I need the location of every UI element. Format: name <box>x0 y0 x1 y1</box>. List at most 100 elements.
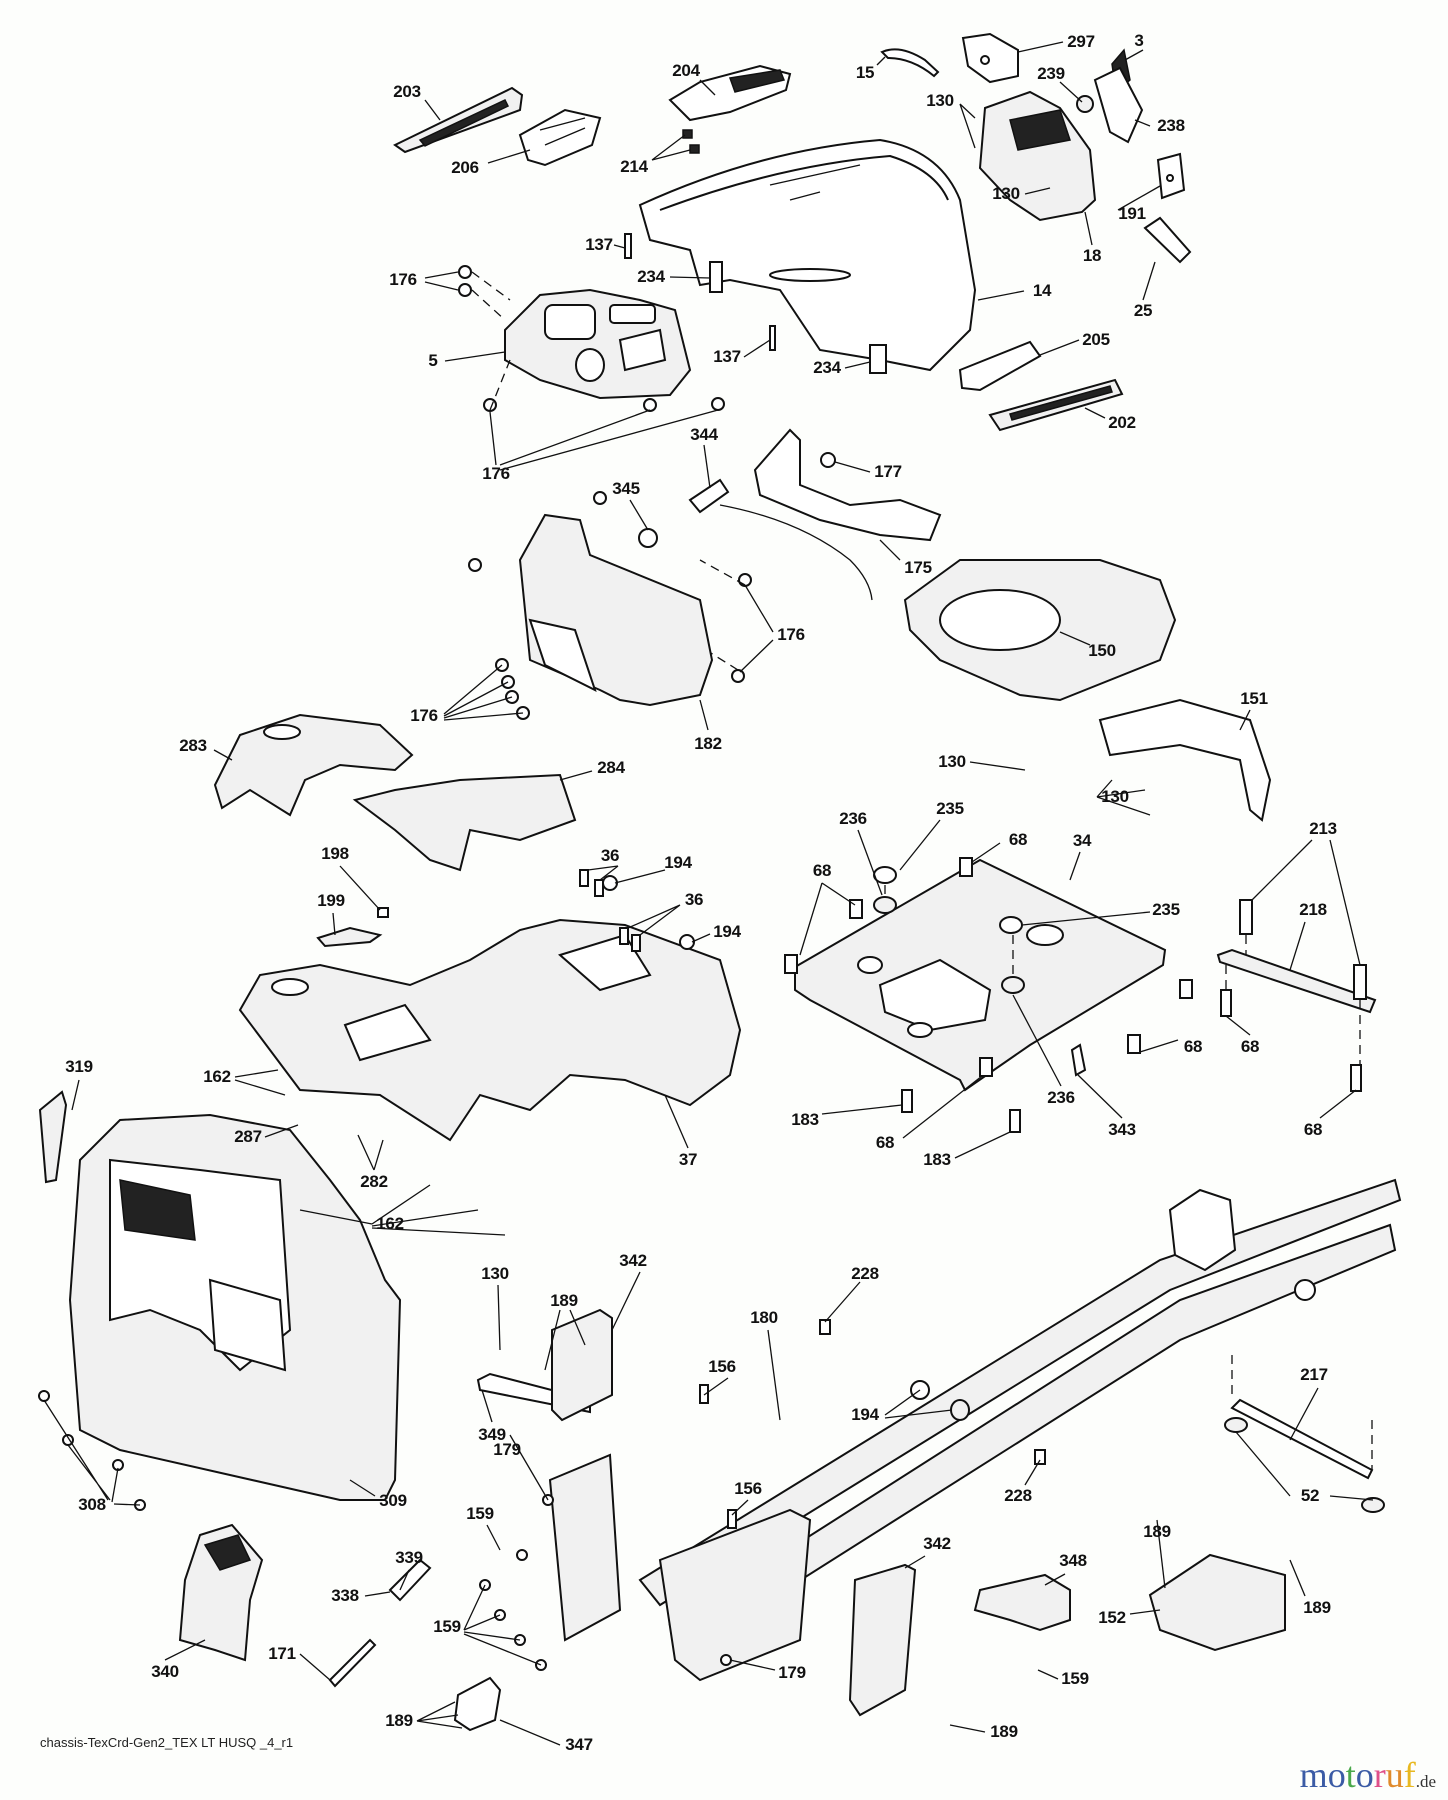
part-label[interactable]: 68 <box>1240 1037 1260 1056</box>
part-label[interactable]: 36 <box>600 846 620 865</box>
part-label[interactable]: 189 <box>385 1711 413 1730</box>
part-label[interactable]: 235 <box>1152 900 1180 919</box>
part-label[interactable]: 234 <box>637 267 665 286</box>
part-label[interactable]: 189 <box>550 1291 578 1310</box>
part-label[interactable]: 344 <box>690 425 718 444</box>
part-label[interactable]: 239 <box>1037 64 1065 83</box>
part-label[interactable]: 319 <box>65 1057 93 1076</box>
part-label[interactable]: 206 <box>451 158 479 177</box>
part-label[interactable]: 130 <box>1101 787 1129 806</box>
part-label[interactable]: 297 <box>1067 32 1095 51</box>
part-label[interactable]: 214 <box>620 157 648 176</box>
part-label[interactable]: 162 <box>376 1214 404 1233</box>
part-label[interactable]: 205 <box>1082 330 1110 349</box>
part-label[interactable]: 183 <box>791 1110 819 1129</box>
part-label[interactable]: 130 <box>926 91 954 110</box>
part-label[interactable]: 130 <box>481 1264 509 1283</box>
part-label[interactable]: 203 <box>393 82 421 101</box>
part-label[interactable]: 345 <box>612 479 640 498</box>
part-label[interactable]: 180 <box>750 1308 778 1327</box>
part-label[interactable]: 284 <box>597 758 625 777</box>
part-label[interactable]: 234 <box>813 358 841 377</box>
part-label[interactable]: 199 <box>317 891 345 910</box>
part-label[interactable]: 236 <box>839 809 867 828</box>
part-label[interactable]: 34 <box>1072 831 1092 850</box>
part-label[interactable]: 338 <box>331 1586 359 1605</box>
part-label[interactable]: 202 <box>1108 413 1136 432</box>
part-label[interactable]: 339 <box>395 1548 423 1567</box>
part-label[interactable]: 189 <box>1303 1598 1331 1617</box>
part-label[interactable]: 5 <box>428 351 438 370</box>
part-label[interactable]: 236 <box>1047 1088 1075 1107</box>
part-label[interactable]: 36 <box>684 890 704 909</box>
part-label[interactable]: 68 <box>875 1133 895 1152</box>
part-label[interactable]: 68 <box>1008 830 1028 849</box>
part-label[interactable]: 213 <box>1309 819 1337 838</box>
part-label[interactable]: 308 <box>78 1495 106 1514</box>
part-label[interactable]: 176 <box>389 270 417 289</box>
part-label[interactable]: 15 <box>855 63 875 82</box>
part-label[interactable]: 235 <box>936 799 964 818</box>
part-label[interactable]: 347 <box>565 1735 593 1754</box>
part-label[interactable]: 179 <box>493 1440 521 1459</box>
part-label[interactable]: 3 <box>1134 31 1144 50</box>
part-label[interactable]: 194 <box>713 922 741 941</box>
part-label[interactable]: 179 <box>778 1663 806 1682</box>
part-203-trim-strip <box>393 86 524 154</box>
part-label[interactable]: 183 <box>923 1150 951 1169</box>
part-label[interactable]: 130 <box>938 752 966 771</box>
part-label[interactable]: 194 <box>851 1405 879 1424</box>
part-label[interactable]: 176 <box>777 625 805 644</box>
part-label[interactable]: 342 <box>923 1534 951 1553</box>
part-label[interactable]: 194 <box>664 853 692 872</box>
part-label[interactable]: 137 <box>713 347 741 366</box>
part-label[interactable]: 176 <box>410 706 438 725</box>
part-label[interactable]: 156 <box>708 1357 736 1376</box>
part-label[interactable]: 25 <box>1133 301 1153 320</box>
part-label[interactable]: 287 <box>234 1127 262 1146</box>
part-label[interactable]: 52 <box>1300 1486 1320 1505</box>
part-label[interactable]: 343 <box>1108 1120 1136 1139</box>
part-label[interactable]: 340 <box>151 1662 179 1681</box>
part-label[interactable]: 68 <box>812 861 832 880</box>
part-label[interactable]: 151 <box>1240 689 1268 708</box>
part-label[interactable]: 176 <box>482 464 510 483</box>
part-label[interactable]: 14 <box>1032 281 1052 300</box>
part-label[interactable]: 150 <box>1088 641 1116 660</box>
part-label[interactable]: 198 <box>321 844 349 863</box>
part-label[interactable]: 159 <box>466 1504 494 1523</box>
part-label[interactable]: 342 <box>619 1251 647 1270</box>
part-label[interactable]: 309 <box>379 1491 407 1510</box>
part-label[interactable]: 283 <box>179 736 207 755</box>
part-label[interactable]: 189 <box>990 1722 1018 1741</box>
part-label[interactable]: 217 <box>1300 1365 1328 1384</box>
part-label[interactable]: 228 <box>851 1264 879 1283</box>
part-label[interactable]: 204 <box>672 61 700 80</box>
diagram-caption: chassis-TexCrd-Gen2_TEX LT HUSQ _4_r1 <box>40 1735 294 1750</box>
part-label[interactable]: 37 <box>678 1150 698 1169</box>
part-label[interactable]: 156 <box>734 1479 762 1498</box>
part-label[interactable]: 189 <box>1143 1522 1171 1541</box>
part-label[interactable]: 137 <box>585 235 613 254</box>
part-label[interactable]: 348 <box>1059 1551 1087 1570</box>
part-label[interactable]: 228 <box>1004 1486 1032 1505</box>
part-206-bracket <box>518 108 602 167</box>
part-label[interactable]: 162 <box>203 1067 231 1086</box>
part-label[interactable]: 130 <box>992 184 1020 203</box>
part-label[interactable]: 159 <box>1061 1669 1089 1688</box>
part-label[interactable]: 182 <box>694 734 722 753</box>
part-label[interactable]: 238 <box>1157 116 1185 135</box>
part-label[interactable]: 282 <box>360 1172 388 1191</box>
part-label[interactable]: 18 <box>1082 246 1102 265</box>
part-label[interactable]: 152 <box>1098 1608 1126 1627</box>
part-label[interactable]: 175 <box>904 558 932 577</box>
brand-letter: o <box>1327 1755 1346 1795</box>
part-label[interactable]: 191 <box>1118 204 1146 223</box>
part-label[interactable]: 171 <box>268 1644 296 1663</box>
part-label[interactable]: 68 <box>1183 1037 1203 1056</box>
part-label[interactable]: 68 <box>1303 1120 1323 1139</box>
part-label[interactable]: 218 <box>1299 900 1327 919</box>
part-label[interactable]: 159 <box>433 1617 461 1636</box>
part-label[interactable]: 349 <box>478 1425 506 1444</box>
part-label[interactable]: 177 <box>874 462 902 481</box>
